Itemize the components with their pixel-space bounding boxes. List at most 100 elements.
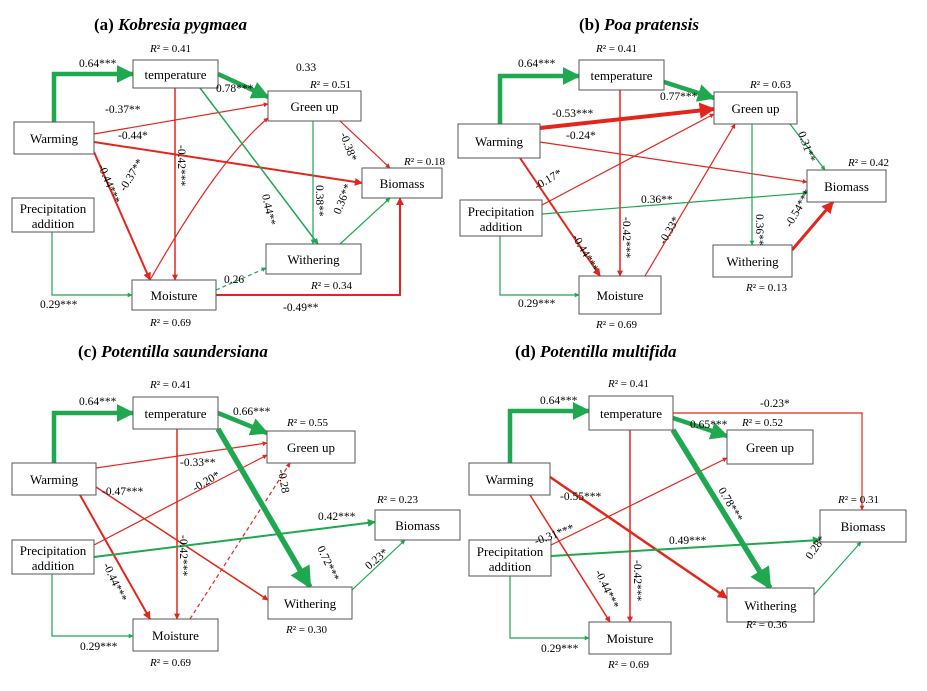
path-coefficient: 0.66***: [233, 406, 271, 418]
path-temperature-to-withering: [670, 428, 773, 590]
path-coefficient: -0.37**: [105, 104, 141, 116]
node-biomass-box: [819, 509, 907, 543]
path-precip-to-moisture: [499, 236, 580, 298]
path-warming-to-withering: [549, 475, 728, 600]
node-biomass-r2: R² = 0.42: [847, 157, 889, 169]
path-warming-to-greenup: [93, 102, 269, 135]
path-precip-to-biomass: [541, 190, 808, 215]
node-biomass-label: Biomass: [824, 179, 869, 194]
node-biomass-label: Biomass: [841, 519, 886, 534]
node-warming-box: [468, 462, 551, 496]
node-greenup-r2: R² = 0.55: [286, 417, 328, 429]
path-temperature-to-biomass: [673, 412, 865, 511]
node-moisture-box: [131, 279, 217, 311]
node-greenup-label: Green up: [746, 440, 794, 455]
node-withering-r2: R² = 0.36: [745, 619, 787, 631]
path-warming-to-greenup: [539, 102, 716, 130]
path-moisture-to-greenup: [149, 117, 269, 281]
path-warming-to-biomass: [539, 141, 808, 184]
path-coefficient: 0.29***: [541, 643, 579, 655]
path-precip-to-greenup: [541, 113, 715, 206]
node-moisture-r2: R² = 0.69: [149, 317, 191, 329]
node-biomass-box: [374, 509, 461, 541]
path-coefficient: 0.23*: [363, 546, 391, 572]
path-coefficient: -0.47***: [102, 486, 143, 498]
path-coefficient: 0.42***: [318, 511, 356, 523]
path-temperature-to-greenup: [217, 71, 270, 100]
node-temperature-box: [132, 59, 219, 89]
path-coefficient: -0.33**: [180, 457, 216, 469]
path-precip-to-biomass: [550, 536, 821, 557]
node-precip-label-line2: addition: [489, 559, 532, 574]
node-precip-label-line2: addition: [32, 558, 75, 573]
node-greenup-r2: R² = 0.63: [749, 79, 791, 91]
node-precip-label-line1: Precipitation: [477, 544, 544, 559]
panel-title: (a) Kobresia pygmaea: [94, 15, 247, 34]
path-coefficient: 0.38**: [313, 185, 325, 217]
path-coefficient: 0.64***: [79, 58, 117, 70]
node-biomass-r2: R² = 0.18: [403, 156, 445, 168]
path-coefficient: -0.42***: [175, 145, 187, 186]
node-warming-box: [457, 123, 541, 159]
node-moisture-box: [132, 618, 219, 652]
path-coefficient: 0.26: [224, 274, 244, 286]
node-temperature-r2: R² = 0.41: [149, 43, 191, 55]
node-biomass-box: [361, 167, 443, 199]
node-greenup-box: [726, 429, 814, 465]
node-moisture-box: [588, 621, 672, 655]
path-coefficient: 0.36**: [641, 194, 673, 206]
node-withering-box: [265, 243, 362, 275]
path-temperature-to-greenup: [217, 410, 269, 436]
path-coefficient: 0.78***: [216, 83, 254, 95]
path-warming-to-moisture: [529, 494, 611, 623]
node-precip-label-line1: Precipitation: [468, 204, 535, 219]
path-warming-to-greenup: [95, 441, 268, 469]
path-coefficient: 0.29***: [80, 641, 118, 653]
node-biomass-r2: R² = 0.23: [376, 494, 418, 506]
node-warming-box: [13, 121, 95, 155]
path-moisture-to-withering: [215, 267, 267, 291]
path-coefficient: 0.64***: [79, 396, 117, 408]
path-precip-to-moisture: [509, 576, 590, 641]
path-warming-to-biomass: [93, 141, 363, 186]
path-warming-to-temperature: [507, 402, 591, 463]
path-coefficient: 0.44**: [259, 193, 277, 227]
node-greenup-r2: R² = 0.52: [741, 417, 783, 429]
path-coefficient: -0.24*: [566, 130, 596, 142]
path-warming-to-moisture: [93, 151, 151, 281]
path-moisture-to-biomass: [216, 197, 404, 296]
path-coefficient: -0.20*: [191, 469, 223, 494]
node-warming-label: Warming: [485, 472, 534, 487]
stray-value-label: 0.33: [296, 62, 316, 74]
node-precip-label-line2: addition: [480, 219, 523, 234]
path-warming-to-moisture: [519, 157, 601, 277]
node-withering-r2: R² = 0.34: [310, 280, 352, 292]
path-coefficient: 0.29***: [518, 298, 556, 310]
path-greenup-to-biomass: [789, 123, 826, 171]
path-coefficient: 0.31**: [795, 130, 817, 164]
path-coefficient: -0.37**: [117, 157, 146, 194]
path-coefficient: -0.44***: [592, 568, 620, 611]
node-greenup-label: Green up: [731, 101, 779, 116]
node-moisture-box: [578, 275, 662, 315]
node-precip-label-line2: addition: [32, 216, 75, 231]
node-withering-label: Withering: [284, 596, 337, 611]
node-temperature-r2: R² = 0.41: [149, 379, 191, 391]
node-precip-box: [459, 199, 543, 237]
path-coefficient: -0.23*: [760, 398, 790, 410]
node-moisture-r2: R² = 0.69: [595, 319, 637, 331]
path-coefficient: 0.29***: [40, 299, 78, 311]
path-precip-to-moisture: [51, 574, 134, 639]
node-biomass-label: Biomass: [380, 176, 425, 191]
node-precip-box: [11, 197, 95, 233]
node-warming-label: Warming: [30, 472, 79, 487]
node-withering-r2: R² = 0.30: [285, 624, 327, 636]
path-coefficient: -0.49**: [283, 302, 319, 314]
path-coefficient: 0.77***: [660, 91, 698, 103]
node-moisture-label: Moisture: [597, 288, 644, 303]
path-moisture-to-greenup: [644, 123, 736, 277]
node-temperature-label: temperature: [600, 406, 662, 421]
path-temperature-to-withering: [199, 87, 319, 245]
path-temperature-to-greenup: [663, 79, 716, 102]
